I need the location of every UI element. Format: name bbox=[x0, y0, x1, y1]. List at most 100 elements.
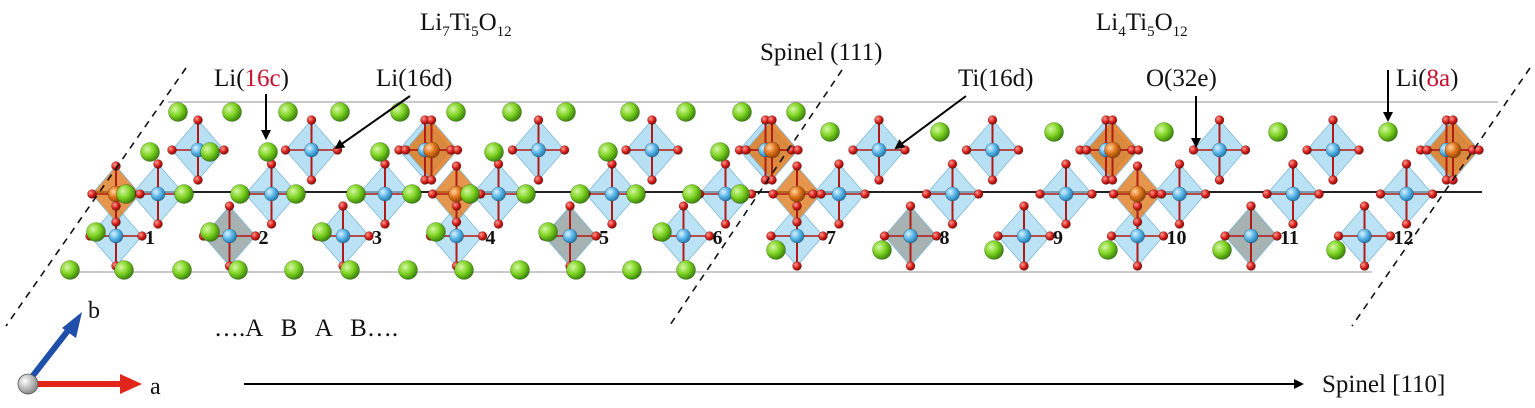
oxygen-atom bbox=[427, 189, 438, 199]
oxygen-atom bbox=[1133, 145, 1144, 155]
axis-b-arrowhead bbox=[62, 312, 82, 338]
oxygen-atom bbox=[848, 145, 858, 155]
ti-atom bbox=[1016, 228, 1032, 244]
oxygen-atom bbox=[1314, 189, 1324, 199]
ti-atom bbox=[264, 186, 279, 202]
oxygen-atom bbox=[947, 159, 958, 169]
axis-triad: b a bbox=[17, 298, 161, 400]
li-atom bbox=[398, 260, 418, 280]
site-label-li8a: Li(8a) bbox=[1396, 65, 1458, 92]
oxygen-atom bbox=[1106, 231, 1117, 241]
oxygen-atom bbox=[452, 145, 463, 155]
ti-atom bbox=[985, 142, 1000, 158]
oxygen-atom bbox=[1359, 201, 1370, 211]
oxygen-atom bbox=[621, 145, 631, 155]
oxygen-atom bbox=[451, 161, 462, 171]
oxygen-atom bbox=[766, 231, 776, 241]
ti-atom bbox=[1243, 228, 1259, 244]
oxygen-atom bbox=[793, 145, 803, 155]
li-atom bbox=[620, 102, 640, 122]
layer-number: 9 bbox=[1053, 227, 1063, 249]
oxygen-atom bbox=[111, 217, 121, 227]
oxygen-atom bbox=[607, 219, 617, 229]
oxygen-atom bbox=[987, 115, 998, 125]
oxygen-atom bbox=[1333, 231, 1344, 241]
oxygen-atom bbox=[874, 115, 884, 125]
ti-atom bbox=[108, 228, 124, 244]
oxygen-atom bbox=[137, 231, 147, 241]
li-atom bbox=[86, 222, 106, 242]
oxygen-atom bbox=[1156, 189, 1167, 199]
oxygen-atom bbox=[1174, 159, 1185, 169]
oxygen-atom bbox=[1359, 261, 1370, 271]
oxygen-atom bbox=[860, 189, 870, 199]
ti-atom bbox=[871, 142, 887, 158]
oxygen-atom bbox=[1328, 175, 1338, 185]
li-atom bbox=[872, 240, 892, 260]
oxygen-atom bbox=[1246, 201, 1256, 211]
axis-b-arrow bbox=[25, 326, 73, 384]
ti-atom bbox=[531, 142, 546, 158]
li-atom bbox=[402, 184, 422, 204]
li-atom bbox=[390, 102, 410, 122]
oxygen-atom bbox=[1448, 115, 1458, 125]
oxygen-atom bbox=[1288, 219, 1298, 229]
oxygen-atom bbox=[1200, 189, 1211, 199]
ti-atom bbox=[789, 228, 805, 244]
li-atom bbox=[626, 184, 646, 204]
ti-atom bbox=[945, 186, 960, 202]
oxygen-atom bbox=[1246, 261, 1256, 271]
layer-number: 8 bbox=[940, 227, 950, 249]
ti-atom bbox=[562, 228, 578, 244]
li-atom bbox=[566, 260, 586, 280]
li16d-atom bbox=[1129, 185, 1146, 203]
oxygen-atom bbox=[768, 189, 778, 199]
ti-atom bbox=[831, 186, 847, 202]
ti-atom bbox=[150, 186, 166, 202]
oxygen-atom bbox=[193, 175, 203, 185]
oxygen-atom bbox=[961, 145, 972, 155]
oxygen-atom bbox=[1158, 231, 1169, 241]
oxygen-atom bbox=[1375, 189, 1386, 199]
li-atom bbox=[172, 260, 192, 280]
oxygen-atom bbox=[1474, 145, 1484, 155]
li-atom bbox=[598, 142, 618, 162]
layer-number: 11 bbox=[1280, 227, 1299, 249]
oxygen-atom bbox=[1081, 145, 1092, 155]
site-arrows bbox=[261, 70, 1393, 150]
oxygen-atom bbox=[1174, 219, 1185, 229]
li-atom bbox=[930, 122, 950, 142]
oxygen-atom bbox=[720, 219, 731, 229]
oxygen-atom bbox=[153, 159, 163, 169]
direction-label: Spinel [110] bbox=[1322, 371, 1445, 398]
oxygen-atom bbox=[1401, 159, 1412, 169]
oxygen-atom bbox=[477, 231, 488, 241]
oxygen-atom bbox=[306, 115, 317, 125]
ti-atom bbox=[644, 142, 660, 158]
ti-atom bbox=[1285, 186, 1301, 202]
ti-atom bbox=[676, 228, 691, 244]
oxygen-atom bbox=[153, 219, 163, 229]
li-atom bbox=[820, 122, 840, 142]
ti-atom bbox=[1058, 186, 1074, 202]
li-atom bbox=[730, 184, 750, 204]
oxygen-atom bbox=[1132, 201, 1143, 211]
oxygen-atom bbox=[905, 201, 916, 211]
oxygen-atom bbox=[135, 189, 145, 199]
oxygen-atom bbox=[1422, 145, 1432, 155]
oxygen-atom bbox=[1385, 231, 1396, 241]
site-label-o32e: O(32e) bbox=[1146, 65, 1217, 92]
oxygen-atom bbox=[818, 231, 828, 241]
li-atom bbox=[200, 142, 220, 162]
oxygen-atom bbox=[1045, 231, 1055, 241]
li-atom bbox=[1154, 122, 1174, 142]
ti-atom bbox=[1357, 228, 1372, 244]
layer-number: 12 bbox=[1394, 227, 1414, 249]
layer-number: 1 bbox=[145, 227, 155, 249]
li-atom bbox=[1212, 240, 1232, 260]
li-atom bbox=[286, 184, 306, 204]
oxygen-atom bbox=[808, 189, 818, 199]
axis-a-arrowhead bbox=[120, 374, 142, 394]
li-atom bbox=[786, 102, 806, 122]
oxygen-atom bbox=[451, 201, 462, 211]
